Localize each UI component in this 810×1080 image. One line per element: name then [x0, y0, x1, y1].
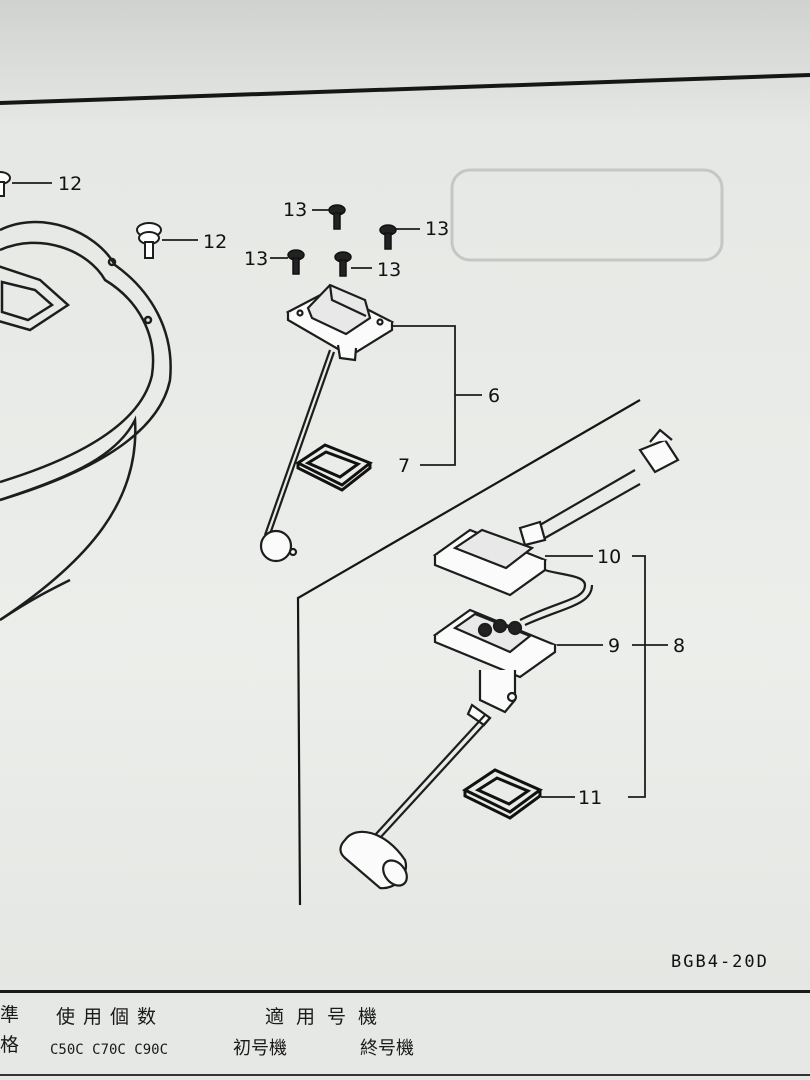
callout-12-b: 12: [203, 231, 227, 253]
callout-10: 10: [597, 546, 621, 568]
callout-12-a: 12: [58, 173, 82, 195]
standard-header-bottom: 格: [0, 1034, 20, 1056]
usage-count-header: 使用個数: [56, 1006, 165, 1028]
background-stamp: [450, 168, 724, 262]
callout-13-d: 13: [377, 259, 401, 281]
footer-rule: [0, 990, 810, 993]
model-list: C50C C70C C90C: [50, 1042, 169, 1058]
callout-13-a: 13: [283, 199, 307, 221]
callout-8: 8: [673, 635, 685, 657]
first-unit-header: 初号機: [233, 1038, 287, 1059]
callout-6: 6: [488, 385, 500, 407]
callout-9: 9: [608, 635, 620, 657]
figure-code: BGB4-20D: [671, 952, 769, 972]
fuel-tank: [0, 220, 172, 622]
parts-table-header: 準 格 使用個数 適用号機 C50C C70C C90C 初号機 終号機: [0, 990, 810, 1080]
callout-13-c: 13: [244, 248, 268, 270]
fuel-unit-6: [259, 283, 395, 563]
footer-bottom-rule: [0, 1074, 810, 1076]
top-rule: [0, 73, 810, 105]
inset-frame: [296, 399, 641, 906]
last-unit-header: 終号機: [360, 1038, 414, 1059]
unit-cover-10: [432, 428, 680, 597]
standard-header-top: 準: [0, 1004, 20, 1026]
applicable-unit-header: 適用号機: [265, 1006, 390, 1028]
sender-unit-9: [339, 568, 594, 890]
bolt-12-b: [136, 222, 162, 259]
bolt-13-group: [287, 204, 397, 277]
gasket-7: [295, 443, 373, 492]
callout-13-b: 13: [425, 218, 449, 240]
gasket-11: [461, 768, 543, 820]
callout-7: 7: [398, 455, 410, 477]
callout-11: 11: [578, 787, 602, 809]
bolt-12-a: [0, 171, 11, 197]
